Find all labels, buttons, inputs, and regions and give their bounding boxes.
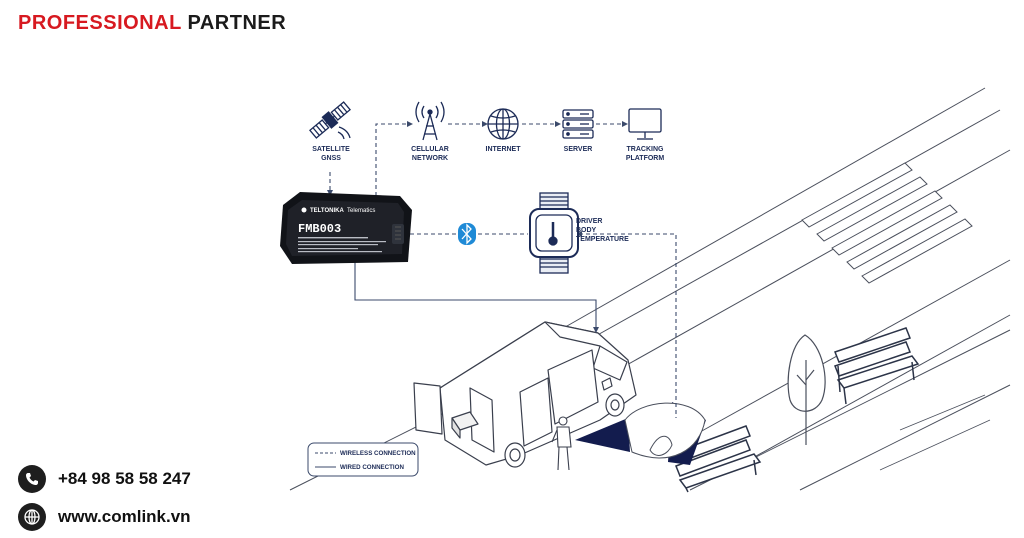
bluetooth-icon [458, 223, 476, 245]
contact-phone[interactable]: +84 98 58 58 247 [18, 465, 191, 493]
arrow-heads [327, 121, 628, 333]
globe-icon [487, 108, 519, 140]
tracking-label-line2: PLATFORM [626, 155, 665, 162]
street-background [289, 87, 1011, 491]
phone-number: +84 98 58 58 247 [58, 469, 191, 488]
sensor-field [575, 402, 706, 465]
sensor-label-line1: DRIVER [576, 218, 602, 225]
legend-wireless-label: WIRELESS CONNECTION [340, 450, 416, 457]
cellular-label-line2: NETWORK [412, 155, 448, 162]
legend-wired-label: WIRED CONNECTION [340, 464, 404, 471]
cellular-tower-icon [415, 101, 445, 141]
tree [787, 334, 826, 445]
internet-label: INTERNET [486, 146, 522, 153]
tracking-label-line1: TRACKING [627, 146, 664, 153]
device-model: FMB003 [298, 222, 341, 236]
brand-title-part2: PARTNER [187, 12, 287, 34]
phone-icon [18, 465, 46, 493]
server-label: SERVER [564, 146, 593, 153]
fmb003-device: TELTONIKA Telematics FMB003 [280, 192, 412, 264]
connection-lines [329, 123, 677, 418]
crosswalk [801, 162, 973, 284]
brand-title-part1: PROFESSIONAL [18, 12, 182, 34]
website-url: www.comlink.vn [58, 507, 191, 526]
bench-right [834, 327, 920, 405]
monitor-icon [628, 108, 662, 140]
cellular-label-line1: CELLULAR [411, 146, 449, 153]
sensor-label-line3: TEMPERATURE [576, 236, 629, 243]
globe-web-icon [18, 503, 46, 531]
brand-title: PROFESSIONAL PARTNER [18, 12, 286, 35]
device-sub: Telematics [347, 208, 375, 214]
sensor-label-line2: BODY [576, 227, 597, 234]
device-brand: TELTONIKA [310, 208, 344, 214]
delivery-van [413, 321, 637, 468]
satellite-label-line2: GNSS [321, 155, 341, 162]
watch-sensor-icon [529, 192, 579, 274]
satellite-icon [309, 101, 351, 140]
driver-figure [551, 416, 572, 471]
server-icon [562, 109, 594, 139]
satellite-label-line1: SATELLITE [312, 146, 350, 153]
legend: WIRELESS CONNECTION WIRED CONNECTION [307, 442, 419, 477]
contact-website[interactable]: www.comlink.vn [18, 503, 191, 531]
node-labels: SATELLITE GNSS CELLULAR NETWORK INTERNET… [312, 146, 664, 243]
